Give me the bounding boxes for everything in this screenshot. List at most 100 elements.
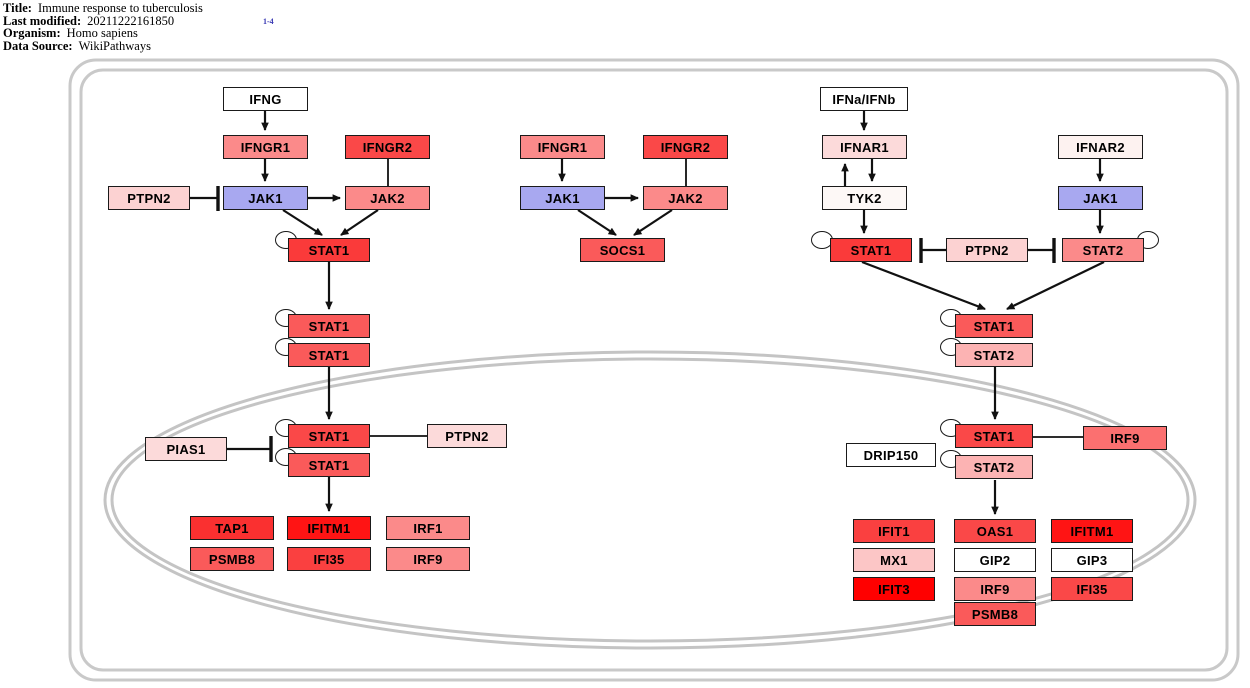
pathway-node-stat1[interactable]: STAT1 [288,238,370,262]
pathway-node-label: STAT2 [973,347,1015,363]
pathway-node-gip2[interactable]: GIP2 [954,548,1036,572]
pathway-node-label: IFNa/IFNb [832,91,896,107]
pathway-node-pias1[interactable]: PIAS1 [145,437,227,461]
edge-ptpn2-inhibits-stat1-right [919,238,946,263]
pathway-node-stat2[interactable]: STAT2 [955,455,1033,479]
pathway-node-jak1[interactable]: JAK1 [1058,186,1143,210]
edge-jak2-to-socs1 [633,209,673,236]
pathway-node-label: PTPN2 [127,190,171,206]
pathway-node-ifngr2[interactable]: IFNGR2 [643,135,728,159]
pathway-node-label: IFI35 [1076,581,1108,597]
pathway-node-stat1[interactable]: STAT1 [955,424,1033,448]
pathway-node-drip150[interactable]: DRIP150 [846,443,936,467]
metadata-row-source: Data Source: WikiPathways [3,38,423,53]
pathway-node-ifng[interactable]: IFNG [223,87,308,111]
pathway-node-label: IFNGR1 [537,139,588,155]
pathway-node-stat1[interactable]: STAT1 [288,343,370,367]
pathway-node-socs1[interactable]: SOCS1 [580,238,665,262]
pathway-node-label: TYK2 [847,190,882,206]
pathway-node-label: GIP3 [1076,552,1108,568]
pathway-node-label: JAK1 [248,190,283,206]
pathway-node-label: IFNGR2 [660,139,711,155]
pathway-node-ifi35[interactable]: IFI35 [1051,577,1133,601]
cell-membrane-inner [79,68,1229,672]
cell-membrane-outer [68,58,1240,682]
title-value: Immune response to tuberculosis [37,1,203,15]
pathway-node-irf9[interactable]: IRF9 [386,547,470,571]
pathway-node-psmb8[interactable]: PSMB8 [190,547,274,571]
edge-stat1-to-heterodimer [861,260,986,311]
pathway-node-ifi35[interactable]: IFI35 [287,547,371,571]
edge-stat2-to-heterodimer [1006,261,1105,310]
pathway-node-ifitm1[interactable]: IFITM1 [1051,519,1133,543]
pathway-node-stat1[interactable]: STAT1 [288,424,370,448]
data-source-label: Data Source: [3,38,73,53]
pathway-node-label: IRF1 [413,520,443,536]
pathway-node-jak1[interactable]: JAK1 [223,186,308,210]
data-source-value: WikiPathways [78,38,151,53]
pathway-node-label: STAT1 [308,347,350,363]
pathway-node-label: SOCS1 [599,242,646,258]
pathway-node-label: IRF9 [1110,430,1140,446]
pathway-node-stat2[interactable]: STAT2 [1062,238,1144,262]
pathway-node-gip3[interactable]: GIP3 [1051,548,1133,572]
pathway-node-ifit3[interactable]: IFIT3 [853,577,935,601]
pathway-node-oas1[interactable]: OAS1 [954,519,1036,543]
pathway-node-label: STAT2 [973,459,1015,475]
metadata-row-title: Title:Immune response to tuberculosis [3,2,423,15]
edge-jak1-to-stat1 [282,209,323,236]
pathway-node-tyk2[interactable]: TYK2 [822,186,907,210]
pathway-node-label: GIP2 [979,552,1011,568]
pathway-node-label: MX1 [880,552,908,568]
pathway-node-irf9[interactable]: IRF9 [1083,426,1167,450]
pathway-node-ptpn2[interactable]: PTPN2 [427,424,507,448]
pathway-node-mx1[interactable]: MX1 [853,548,935,572]
nucleus-membrane [103,350,1197,650]
pathway-node-jak2[interactable]: JAK2 [643,186,728,210]
pathway-node-irf1[interactable]: IRF1 [386,516,470,540]
pathway-node-irf9[interactable]: IRF9 [954,577,1036,601]
pathway-node-label: IFNG [249,91,282,107]
pathway-node-ifit1[interactable]: IFIT1 [853,519,935,543]
pathway-node-stat1[interactable]: STAT1 [288,314,370,338]
pathway-node-tap1[interactable]: TAP1 [190,516,274,540]
last-modified-value: 20211222161850 [87,13,175,28]
pathway-node-label: STAT1 [308,428,350,444]
pathway-node-stat1[interactable]: STAT1 [288,453,370,477]
pathway-metadata: Title:Immune response to tuberculosis La… [3,2,423,52]
pathway-node-label: PTPN2 [965,242,1009,258]
pathway-node-ifnar1[interactable]: IFNAR1 [822,135,907,159]
organism-label: Organism: [3,26,61,41]
pathway-node-label: IRF9 [980,581,1010,597]
pathway-node-stat1[interactable]: STAT1 [830,238,912,262]
pathway-node-ifitm1[interactable]: IFITM1 [287,516,371,540]
pathway-node-label: STAT1 [973,318,1015,334]
pathway-node-ifnar2[interactable]: IFNAR2 [1058,135,1143,159]
pathway-node-label: JAK2 [668,190,703,206]
pathway-node-label: TAP1 [215,520,249,536]
pathway-node-label: STAT1 [308,242,350,258]
pathway-node-label: STAT1 [308,318,350,334]
last-modified-label: Last modified: [3,13,82,28]
pathway-node-label: STAT1 [850,242,892,258]
pathway-node-ifngr1[interactable]: IFNGR1 [223,135,308,159]
pathway-node-jak1[interactable]: JAK1 [520,186,605,210]
metadata-row-modified: Last modified: 20211222161850 [3,13,423,28]
pathway-node-ifngr2[interactable]: IFNGR2 [345,135,430,159]
pathway-node-stat2[interactable]: STAT2 [955,343,1033,367]
pathway-node-ptpn2[interactable]: PTPN2 [108,186,190,210]
pathway-node-label: DRIP150 [863,447,919,463]
pathway-node-label: STAT1 [308,457,350,473]
metadata-row-organism: Organism: Homo sapiens [3,27,423,40]
organism-value: Homo sapiens [66,26,138,41]
pathway-node-stat1[interactable]: STAT1 [955,314,1033,338]
pathway-node-ifngr1[interactable]: IFNGR1 [520,135,605,159]
edge-jak2-to-stat1 [340,209,379,236]
pathway-node-ptpn2[interactable]: PTPN2 [946,238,1028,262]
pathway-node-label: IFNAR2 [1076,139,1125,155]
edge-ptpn2-inhibits-stat2-right [1028,238,1056,263]
pathway-node-jak2[interactable]: JAK2 [345,186,430,210]
pathway-node-ifna-ifnb[interactable]: IFNa/IFNb [820,87,908,111]
pathway-node-psmb8[interactable]: PSMB8 [954,602,1036,626]
